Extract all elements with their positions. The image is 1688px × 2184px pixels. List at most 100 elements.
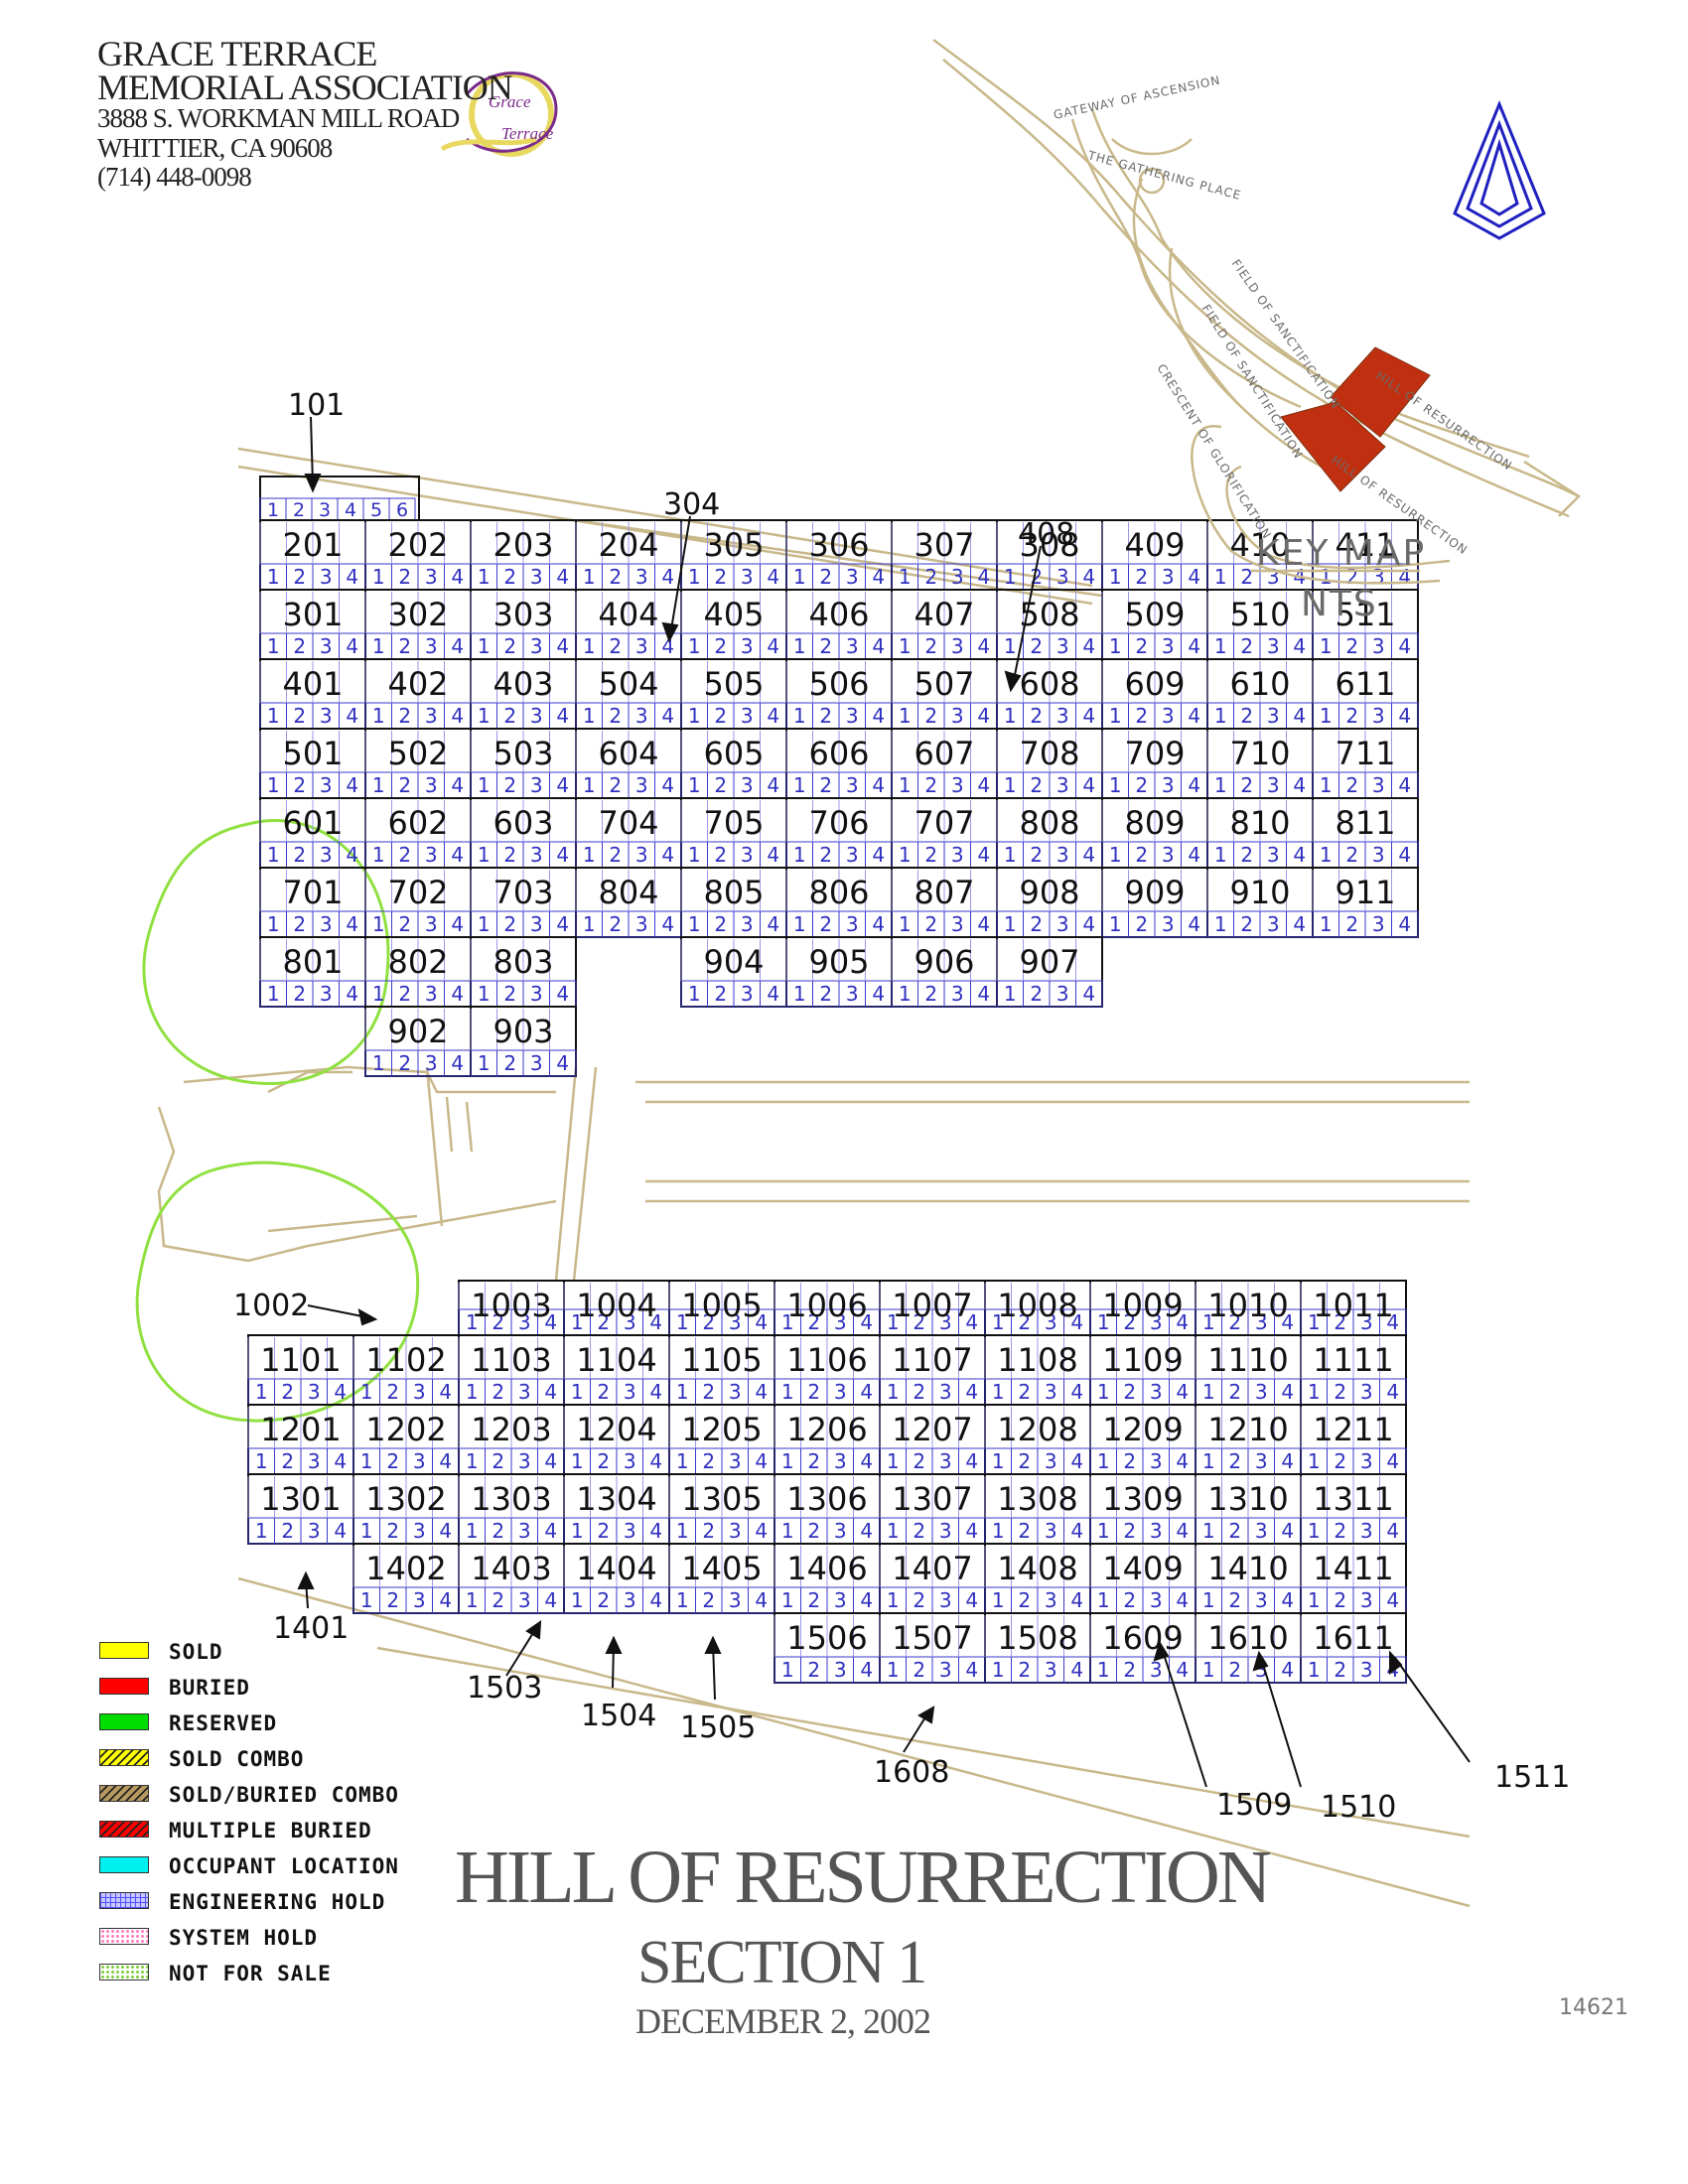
lot-1611[interactable]: 12341611 — [1300, 1612, 1407, 1684]
